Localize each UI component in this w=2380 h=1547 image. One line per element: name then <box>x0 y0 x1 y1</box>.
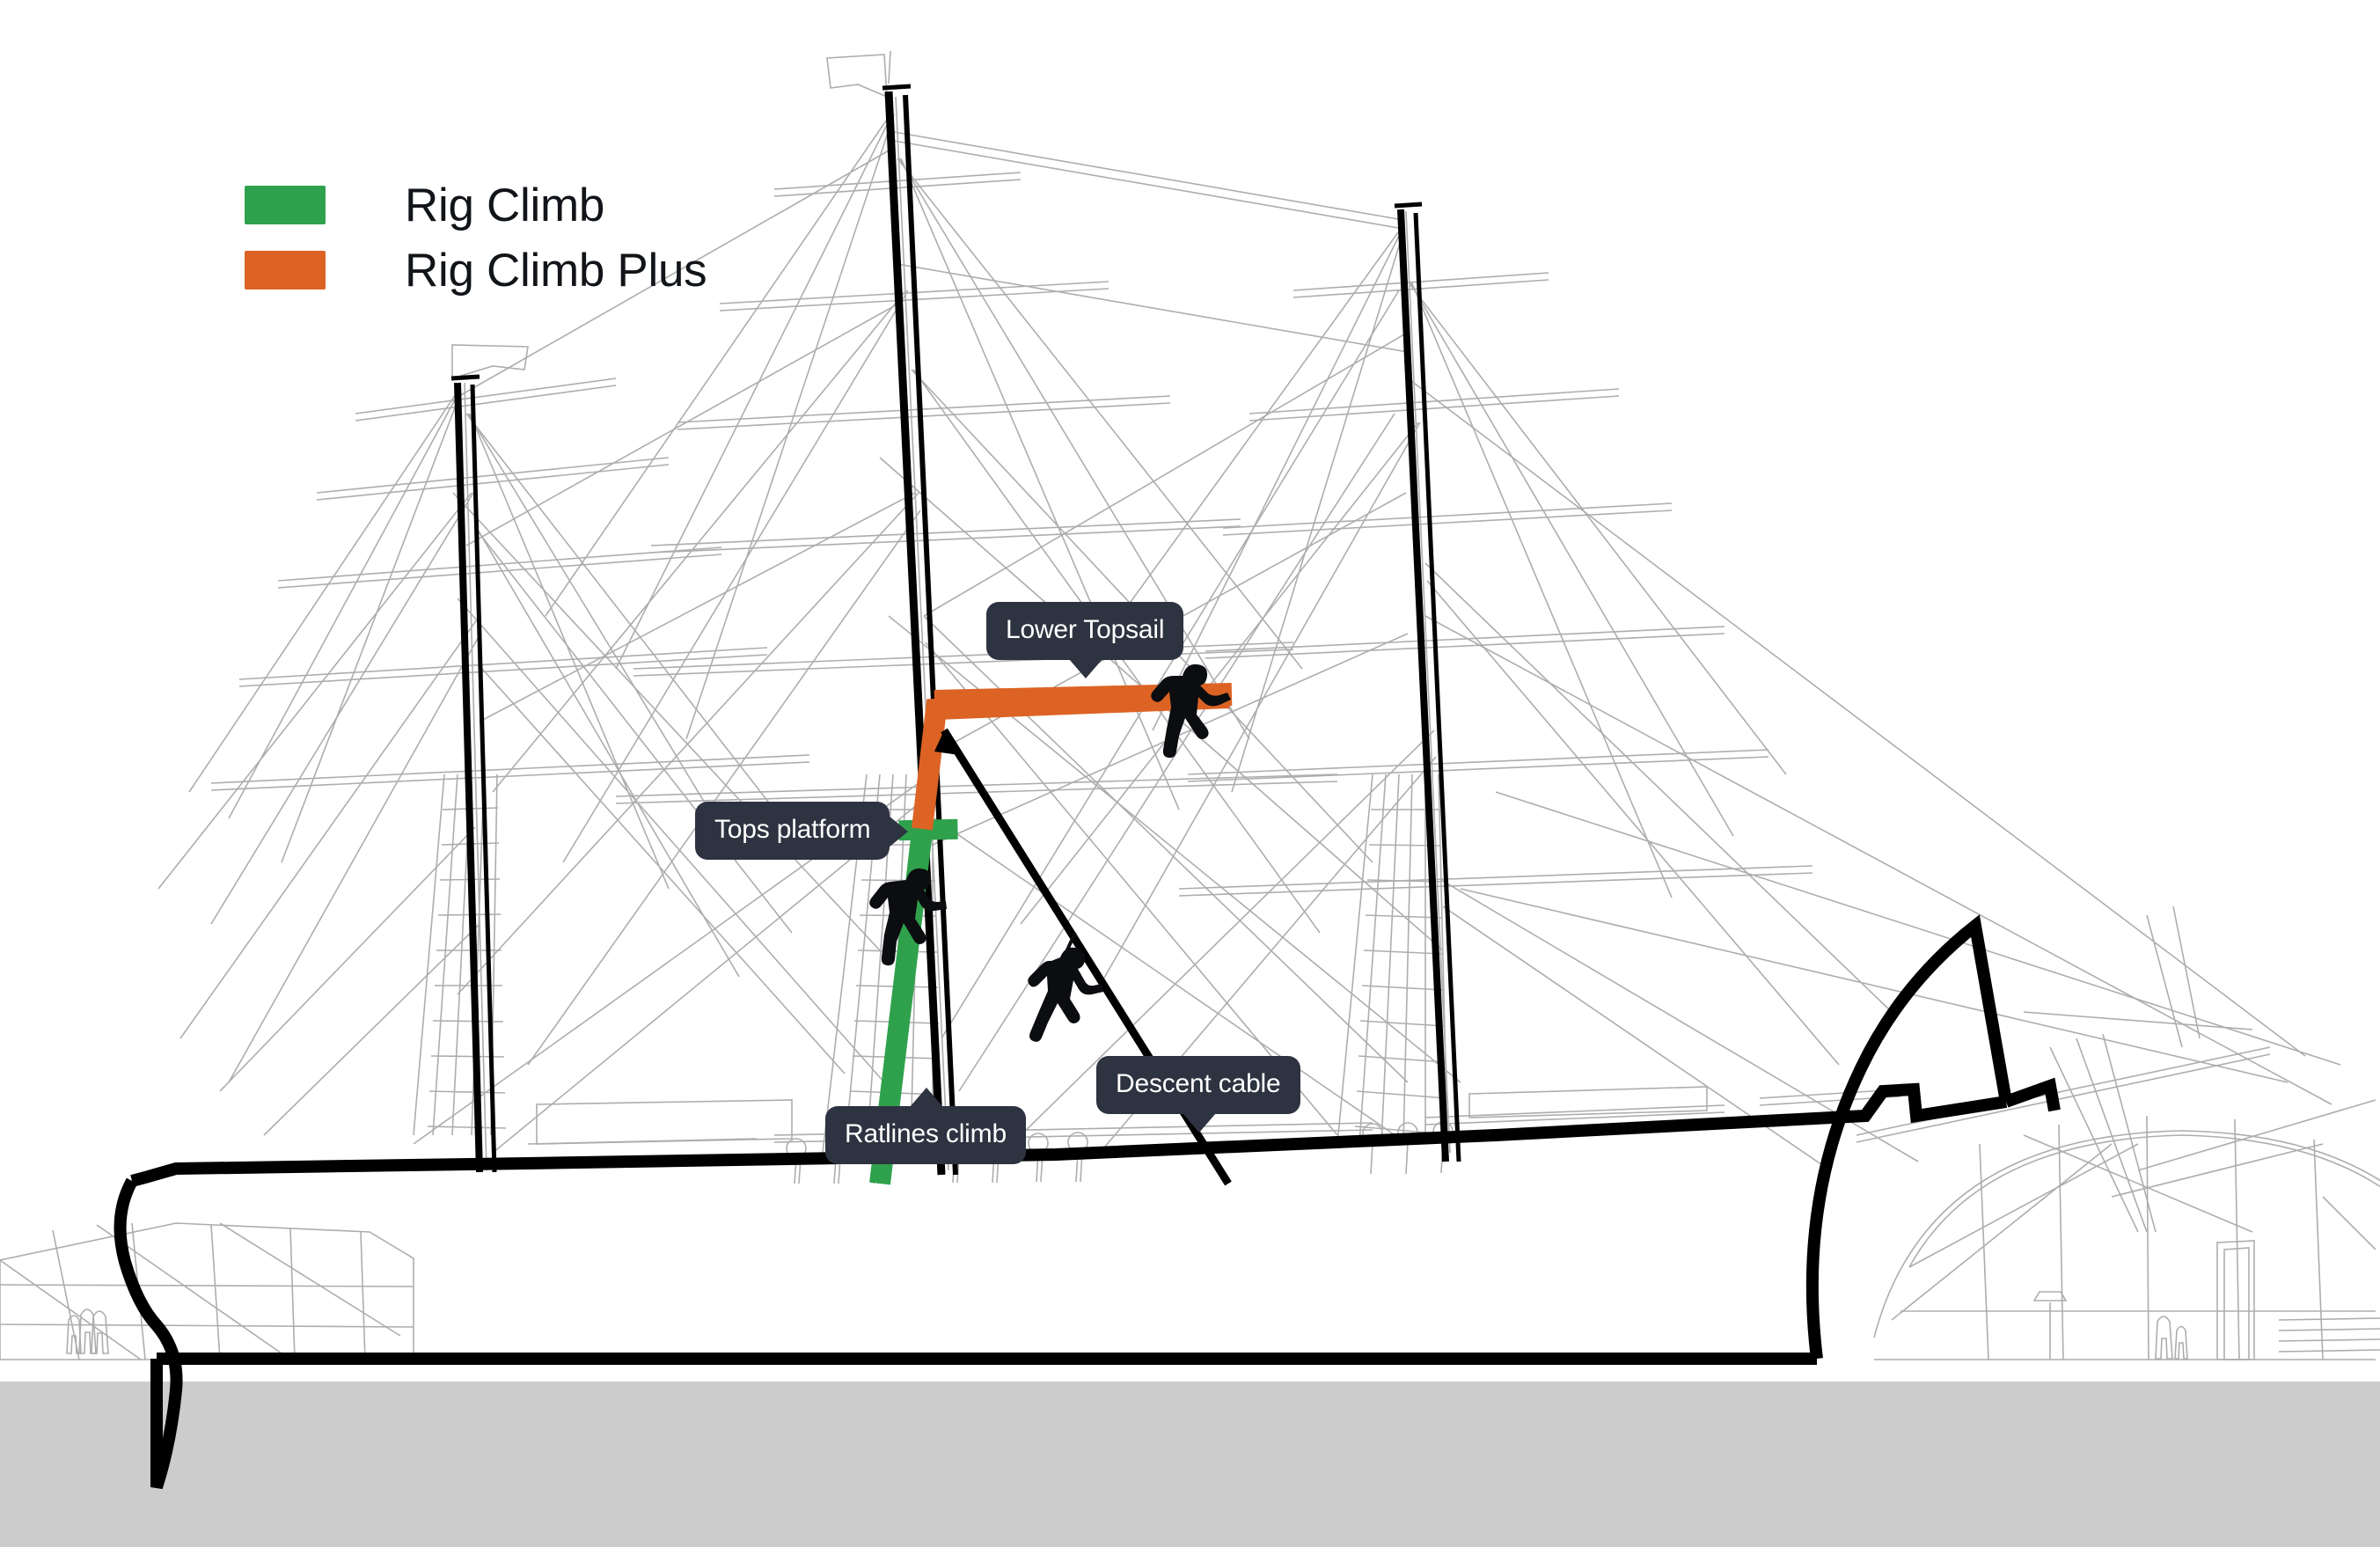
climber-on-cable <box>1028 947 1103 1042</box>
pointer-down-icon <box>1069 659 1103 678</box>
annotation-descent-cable: Descent cable <box>1096 1056 1300 1133</box>
green-swatch <box>245 186 326 224</box>
ground-band <box>0 1382 2380 1547</box>
pointer-right-icon <box>889 816 909 847</box>
pointer-down-icon <box>1182 1113 1216 1133</box>
ship-hull <box>114 914 2061 1490</box>
descent-cable-arrow <box>934 730 959 755</box>
climber-on-yard <box>1151 664 1231 759</box>
legend-label-rig-climb: Rig Climb <box>405 179 605 231</box>
legend-item-rig-climb-plus: Rig Climb Plus <box>245 238 707 303</box>
rigging-linework <box>0 50 2380 1360</box>
legend-item-rig-climb: Rig Climb <box>245 172 707 238</box>
annotation-lower-topsail: Lower Topsail <box>986 602 1184 678</box>
annotation-label-lower-topsail: Lower Topsail <box>1006 615 1165 644</box>
masts <box>450 84 1461 1176</box>
annotation-label-descent-cable: Descent cable <box>1116 1069 1281 1098</box>
annotation-ratlines-climb: Ratlines climb <box>825 1088 1026 1164</box>
annotation-tops-platform: Tops platform <box>695 802 909 860</box>
annotation-label-ratlines-climb: Ratlines climb <box>845 1119 1007 1148</box>
legend: Rig Climb Rig Climb Plus <box>245 172 707 303</box>
pointer-up-icon <box>909 1088 943 1107</box>
orange-swatch <box>245 251 326 290</box>
annotation-label-tops-platform: Tops platform <box>714 815 871 844</box>
climber-figures <box>869 664 1231 1042</box>
cable-lanyard <box>1063 932 1077 957</box>
legend-label-rig-climb-plus: Rig Climb Plus <box>405 244 707 297</box>
climber-on-ratlines <box>869 868 947 966</box>
